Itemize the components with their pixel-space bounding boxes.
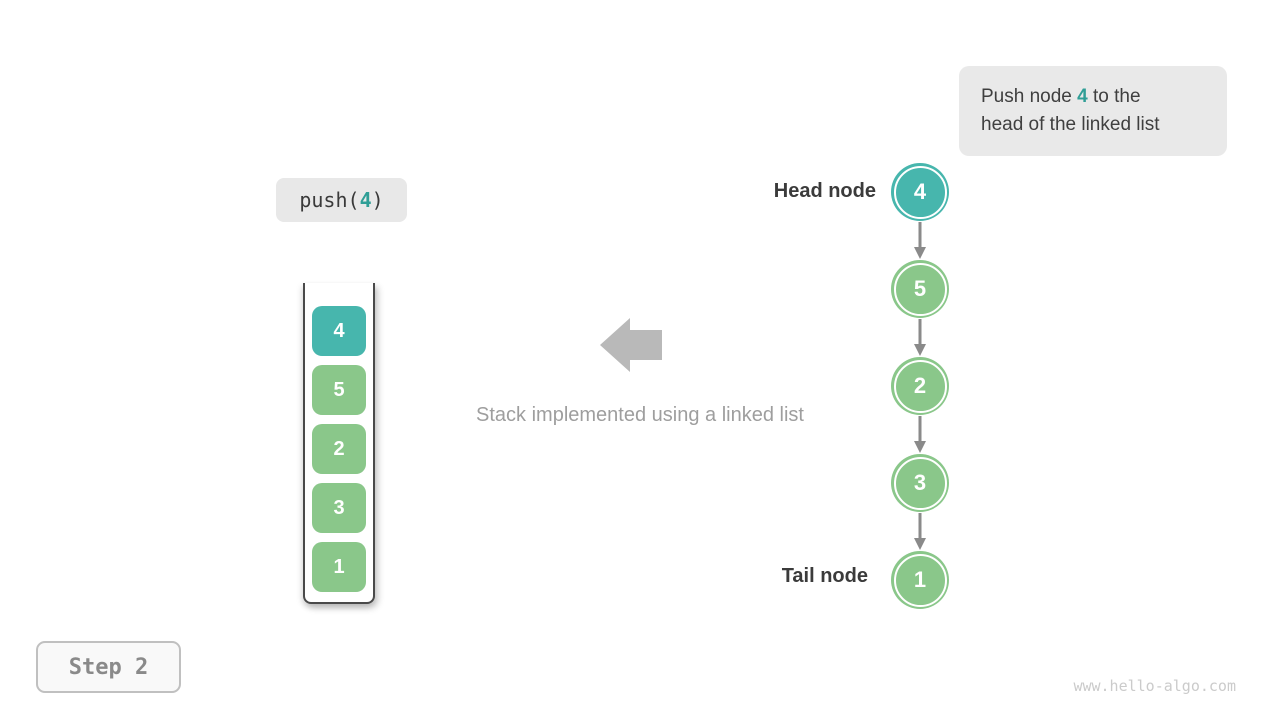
operation-value: 4 [359,188,372,212]
arrow-down-icon [914,222,926,259]
push-operation-chip: push(4) [276,178,407,222]
stack-item-value: 2 [333,437,345,460]
stack-item: 5 [312,365,366,415]
left-block-arrow-icon [600,318,662,372]
watermark: www.hello-algo.com [1073,677,1236,695]
stack-item: 1 [312,542,366,592]
head-node-label: Head node [773,180,876,202]
node-value: 2 [913,373,927,398]
operation-post: ) [371,188,384,212]
node-value: 4 [913,179,927,204]
callout-text-line2: head of the linked list [981,114,1160,135]
stack-item-value: 3 [333,496,345,519]
linked-list: 4 5 2 3 1 [891,163,949,609]
stack-item: 2 [312,424,366,474]
linked-list-node: 4 [891,163,949,221]
linked-list-node: 3 [891,454,949,512]
tail-node-label: Tail node [781,565,868,587]
operation-pre: push( [299,188,360,212]
push-callout: Push node 4 to the head of the linked li… [959,66,1227,156]
stack-item: 3 [312,483,366,533]
callout-pushed-value: 4 [1077,86,1088,107]
callout-text-line1: Push node [981,86,1078,107]
node-value: 3 [913,470,927,495]
stack-item-value: 5 [333,378,345,401]
arrow-down-icon [914,319,926,356]
arrow-down-icon [914,416,926,453]
stack-items: 4 5 2 3 1 [312,306,366,592]
stack-item: 4 [312,306,366,356]
callout-text-line1-end: to the [1087,86,1141,107]
stack-item-value: 1 [333,555,345,578]
step-badge: Step 2 [36,641,181,693]
node-value: 5 [913,276,927,301]
linked-list-node: 1 [891,551,949,609]
node-value: 1 [913,567,927,592]
arrow-down-icon [914,513,926,550]
stack-item-value: 4 [333,319,345,342]
linked-list-node: 5 [891,260,949,318]
diagram-caption: Stack implemented using a linked list [476,404,804,426]
linked-list-node: 2 [891,357,949,415]
